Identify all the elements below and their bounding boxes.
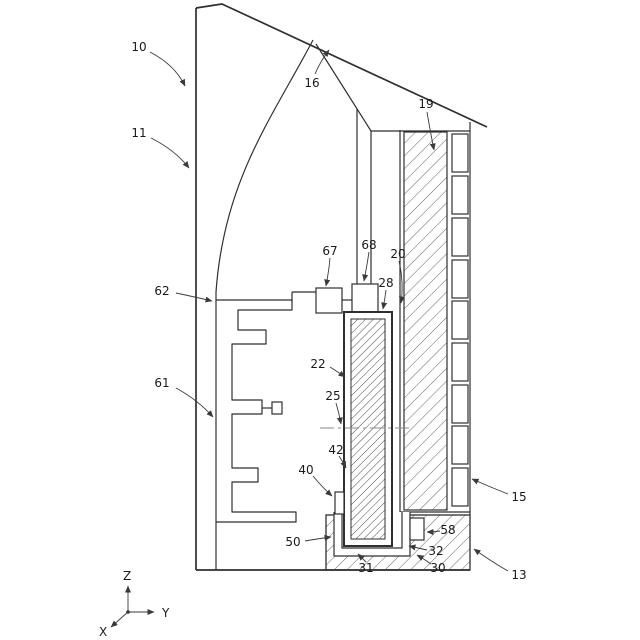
strip-segment: [451, 425, 469, 465]
ref-label-25: 25: [325, 389, 340, 403]
component-box-67: [315, 287, 343, 314]
ref-label-58: 58: [440, 523, 455, 537]
ref-label-68: 68: [361, 238, 376, 252]
housing-top-edge: [195, 3, 488, 128]
strip-segment: [451, 133, 469, 173]
t-connector-block: [271, 401, 283, 415]
ref-label-22: 22: [310, 357, 325, 371]
ref-label-15: 15: [511, 490, 526, 504]
leader-20: [398, 260, 405, 304]
side-block-58: [409, 517, 425, 541]
leader-31: [357, 553, 367, 563]
ref-label-67: 67: [322, 244, 337, 258]
strip-segment: [451, 342, 469, 382]
bracket-profile: [216, 299, 297, 523]
leader-42: [338, 455, 347, 469]
leader-15: [471, 478, 509, 495]
leader-19: [426, 111, 436, 151]
leader-67: [324, 257, 331, 287]
ref-label-20: 20: [390, 247, 405, 261]
housing-inner-curve-wall: [215, 39, 314, 570]
coordinate-axes: Z Y X: [99, 569, 170, 639]
axis-x-arrow: [110, 611, 129, 628]
leader-61: [175, 387, 214, 418]
leader-68: [362, 251, 370, 282]
leader-50: [304, 534, 332, 542]
ref-label-30: 30: [430, 561, 445, 575]
channel-inner-32: [341, 512, 403, 549]
column-core-22: [350, 318, 386, 540]
strip-segment: [451, 467, 469, 507]
leader-30: [416, 554, 432, 565]
side-nub-40: [334, 491, 345, 515]
ref-label-40: 40: [298, 463, 313, 477]
axis-z-label: Z: [123, 569, 131, 583]
ref-label-19: 19: [418, 97, 433, 111]
leader-10: [149, 51, 186, 87]
leader-58: [426, 528, 441, 535]
leader-28: [381, 289, 388, 310]
ref-label-31: 31: [358, 561, 373, 575]
leader-32: [408, 544, 428, 551]
axis-x-label: X: [99, 625, 107, 639]
ref-label-11: 11: [131, 126, 146, 140]
ref-label-10: 10: [131, 40, 146, 54]
strip-segment: [451, 175, 469, 215]
ref-label-50: 50: [285, 535, 300, 549]
ref-label-42: 42: [328, 443, 343, 457]
strip-segment: [451, 217, 469, 257]
segmented-strip-15: [451, 133, 469, 507]
ref-label-62: 62: [154, 284, 169, 298]
ref-label-28: 28: [378, 276, 393, 290]
strip-segment: [451, 300, 469, 340]
ref-label-61: 61: [154, 376, 169, 390]
inner-top-slant: [315, 43, 372, 132]
component-box-68: [351, 283, 379, 314]
leader-22: [329, 366, 346, 378]
leader-62: [175, 292, 213, 303]
leader-16: [314, 49, 330, 75]
strip-segment: [451, 384, 469, 424]
axis-y-label: Y: [161, 606, 170, 620]
leader-40: [312, 475, 333, 497]
ref-label-13: 13: [511, 568, 526, 582]
strip-segment: [451, 259, 469, 299]
ref-label-32: 32: [428, 544, 443, 558]
leader-11: [150, 137, 190, 169]
ref-label-16: 16: [304, 76, 319, 90]
hatched-panel-19: [403, 131, 448, 511]
leader-13: [473, 548, 509, 572]
leader-25: [335, 402, 343, 425]
